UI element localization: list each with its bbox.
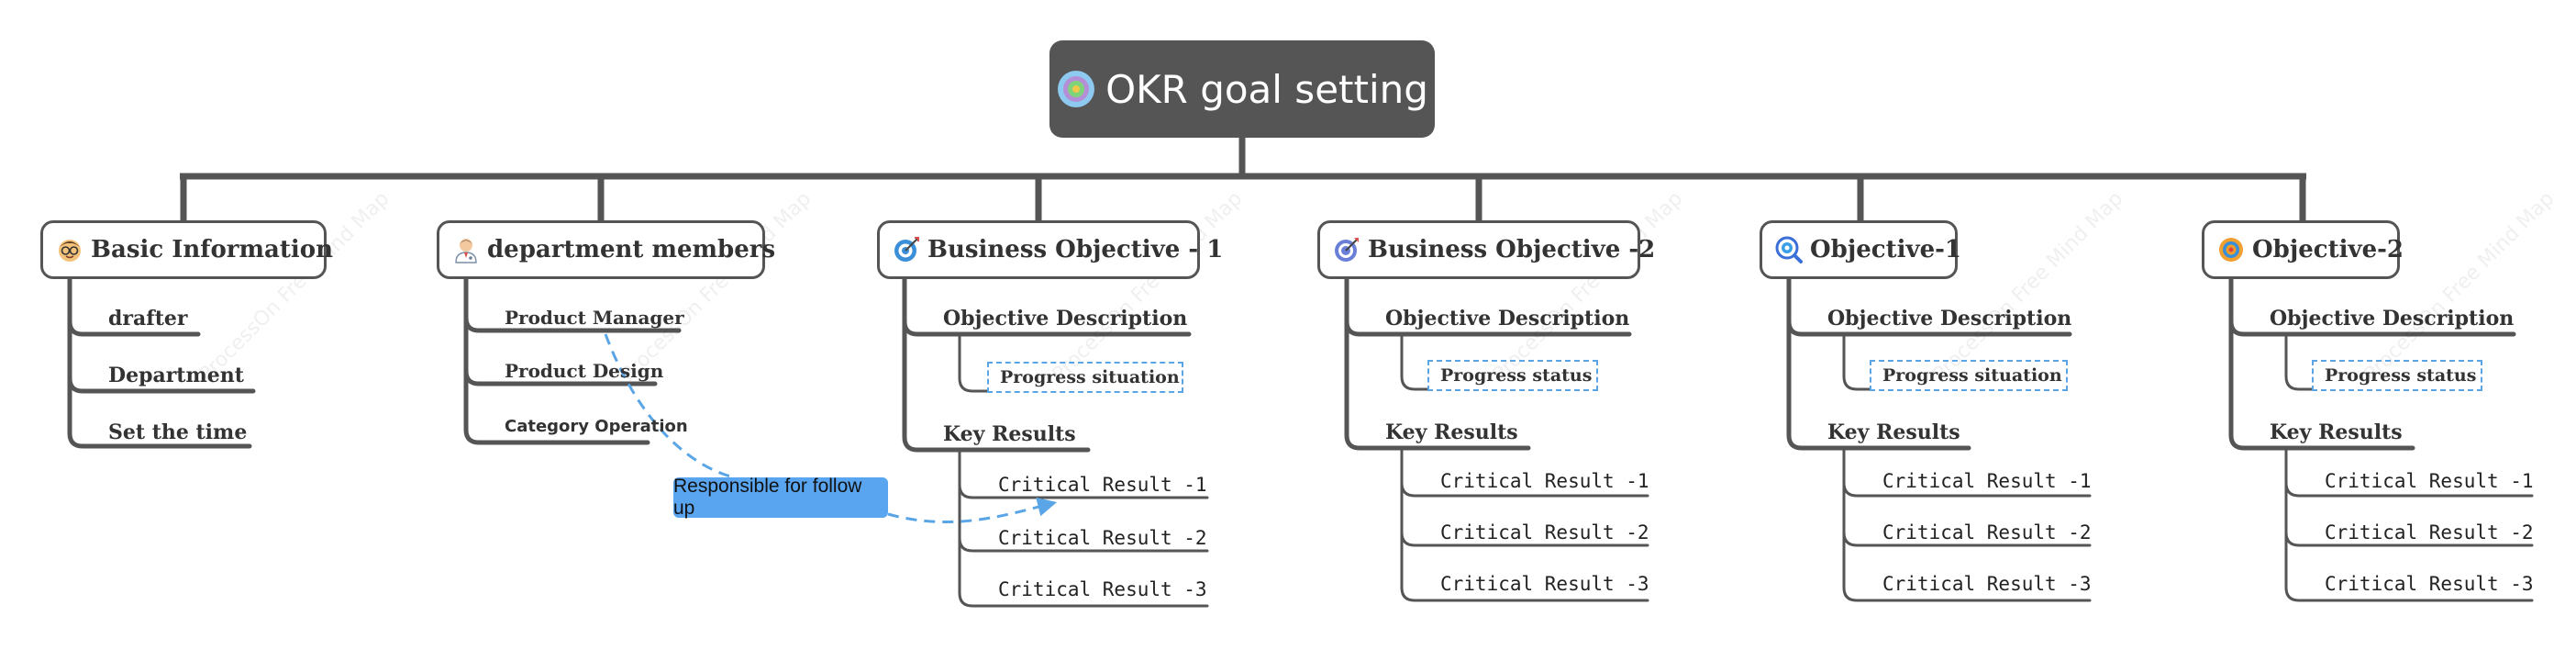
dart-target-icon [1335, 238, 1359, 262]
key-results[interactable]: Key Results [2270, 420, 2403, 444]
branch-label: department members [487, 236, 776, 263]
critical-result-1[interactable]: Critical Result -1 [1440, 470, 1649, 492]
progress-status-box[interactable]: Progress situation [1870, 360, 2068, 391]
branch-label: Objective-2 [2252, 236, 2404, 263]
progress-status-box[interactable]: Progress situation [987, 362, 1183, 393]
progress-status-box[interactable]: Progress status [2312, 360, 2482, 391]
item-drafter[interactable]: drafter [108, 307, 188, 330]
critical-result-2[interactable]: Critical Result -2 [1440, 521, 1649, 543]
branch-business-objective-1[interactable]: Business Objective - 1 [877, 220, 1223, 279]
item-product-design[interactable]: Product Design [505, 360, 664, 382]
branch-label: Business Objective - 1 [927, 236, 1224, 263]
objective-description[interactable]: Objective Description [1385, 307, 1630, 330]
branch-basic-information[interactable]: Basic Information [40, 220, 333, 279]
root-topic[interactable]: OKR goal setting [1049, 40, 1435, 138]
key-results[interactable]: Key Results [943, 422, 1076, 446]
branch-label: Objective-1 [1810, 236, 1962, 263]
progress-status-box[interactable]: Progress status [1427, 360, 1598, 391]
branch-label: Basic Information [91, 236, 333, 263]
callout-note[interactable]: Responsible for follow up [673, 476, 888, 519]
objective-description[interactable]: Objective Description [1827, 307, 2072, 330]
branch-objective-2[interactable]: Objective-2 [2202, 220, 2404, 279]
branch-label: Business Objective -2 [1368, 236, 1656, 263]
relationship-curve [604, 333, 1053, 523]
critical-result-1[interactable]: Critical Result -1 [998, 474, 1207, 496]
objective-description[interactable]: Objective Description [943, 307, 1188, 330]
critical-result-2[interactable]: Critical Result -2 [1882, 521, 2092, 543]
critical-result-3[interactable]: Critical Result -3 [1440, 573, 1649, 595]
objective-description[interactable]: Objective Description [2270, 307, 2515, 330]
critical-result-1[interactable]: Critical Result -1 [1882, 470, 2092, 492]
target-icon [1058, 71, 1095, 107]
branch-department-members[interactable]: department members [437, 220, 775, 279]
nerd-face-icon [59, 240, 81, 262]
item-department[interactable]: Department [108, 364, 244, 387]
bullseye-icon [894, 237, 919, 262]
item-product-manager[interactable]: Product Manager [505, 307, 684, 329]
critical-result-2[interactable]: Critical Result -2 [2325, 521, 2534, 543]
magnifier-target-icon [1775, 236, 1803, 263]
item-set-the-time[interactable]: Set the time [108, 420, 248, 444]
key-results[interactable]: Key Results [1827, 420, 1960, 444]
critical-result-3[interactable]: Critical Result -3 [998, 578, 1207, 600]
doctor-avatar-icon [455, 239, 477, 263]
orange-target-icon [2219, 238, 2243, 262]
key-results[interactable]: Key Results [1385, 420, 1518, 444]
critical-result-2[interactable]: Critical Result -2 [998, 527, 1207, 549]
root-title: OKR goal setting [1105, 66, 1428, 112]
critical-result-1[interactable]: Critical Result -1 [2325, 470, 2534, 492]
critical-result-3[interactable]: Critical Result -3 [1882, 573, 2092, 595]
branch-objective-1[interactable]: Objective-1 [1760, 220, 1962, 279]
branch-business-objective-2[interactable]: Business Objective -2 [1317, 220, 1655, 279]
critical-result-3[interactable]: Critical Result -3 [2325, 573, 2534, 595]
item-category-operation[interactable]: Category Operation [505, 417, 688, 436]
